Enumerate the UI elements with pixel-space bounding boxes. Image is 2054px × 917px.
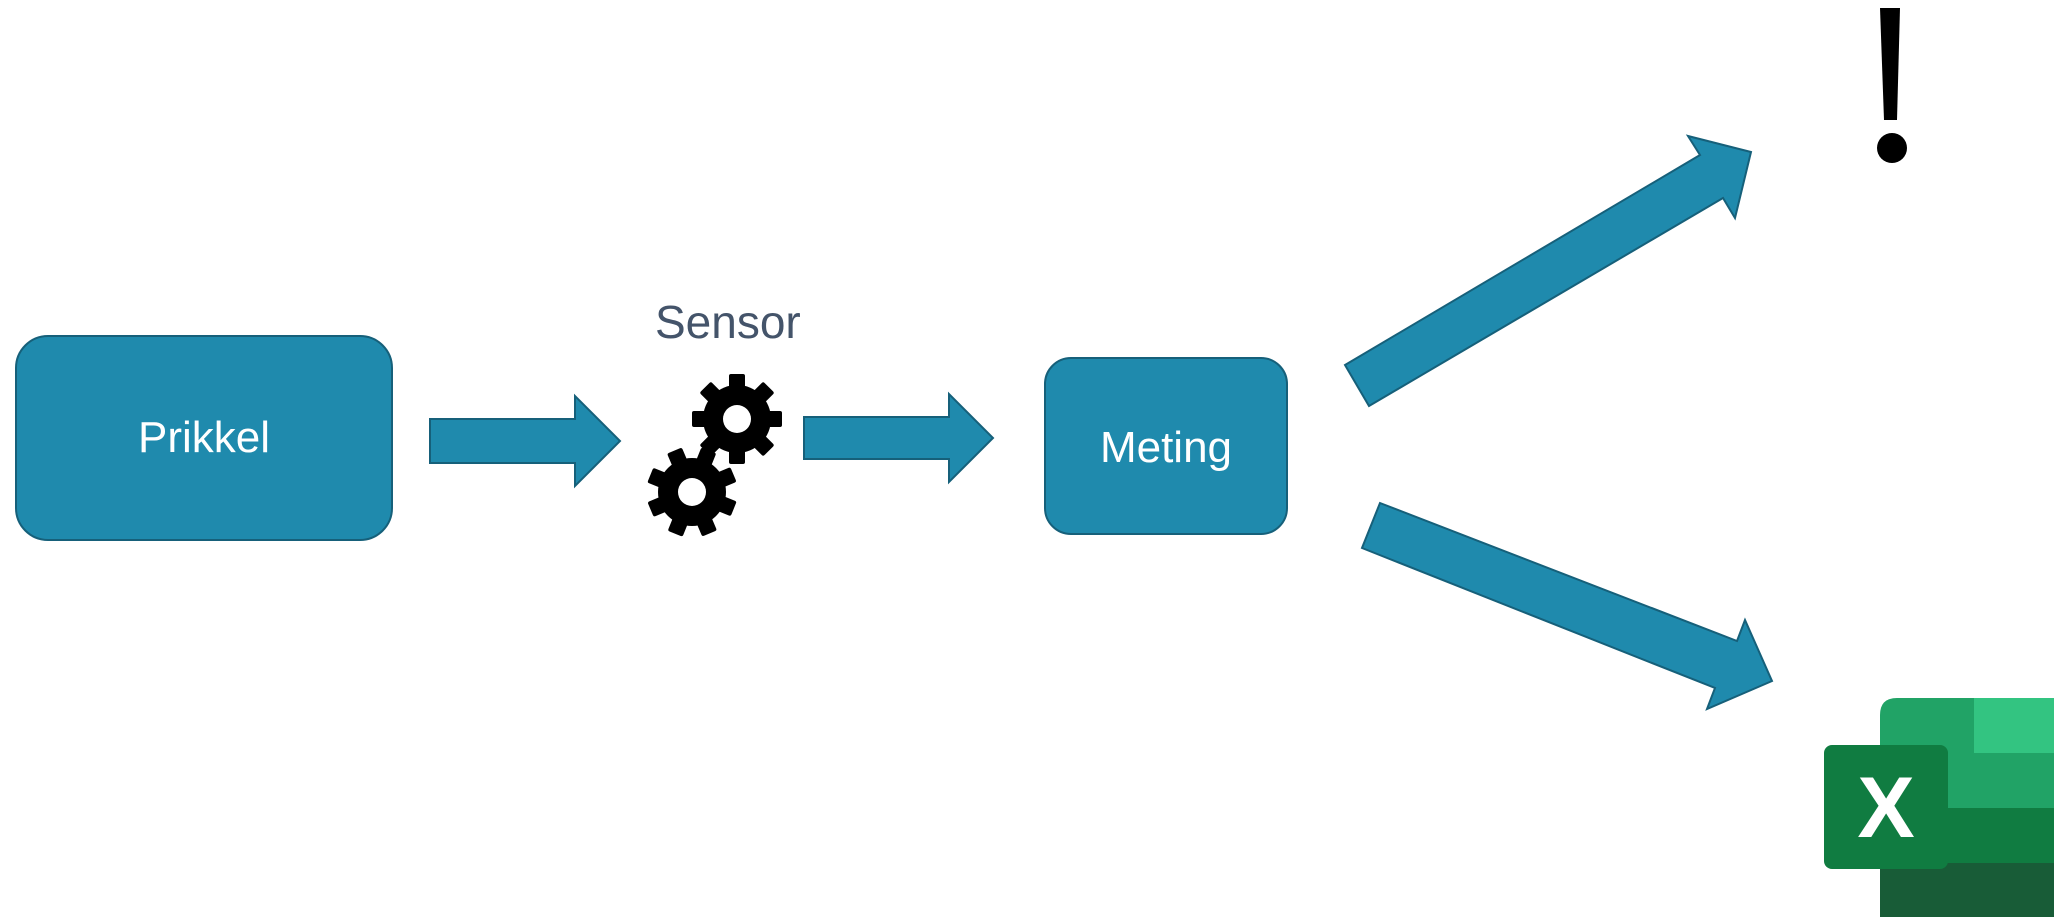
arrow-prikkel-to-sensor — [429, 393, 622, 489]
gears-icon — [647, 374, 782, 537]
arrow-sensor-to-meting — [803, 391, 995, 485]
prikkel-label: Prikkel — [137, 413, 271, 462]
excel-letter: X — [1857, 760, 1915, 856]
sensor-label: Sensor — [655, 296, 801, 348]
prikkel-box — [15, 335, 393, 541]
exclamation-icon — [1877, 8, 1907, 163]
meting-box — [1044, 357, 1288, 535]
meting-label: Meting — [1099, 423, 1233, 472]
arrow-meting-to-alert — [1343, 134, 1753, 408]
arrow-meting-to-spreadsheet — [1360, 501, 1774, 711]
excel-icon — [1824, 698, 2054, 917]
